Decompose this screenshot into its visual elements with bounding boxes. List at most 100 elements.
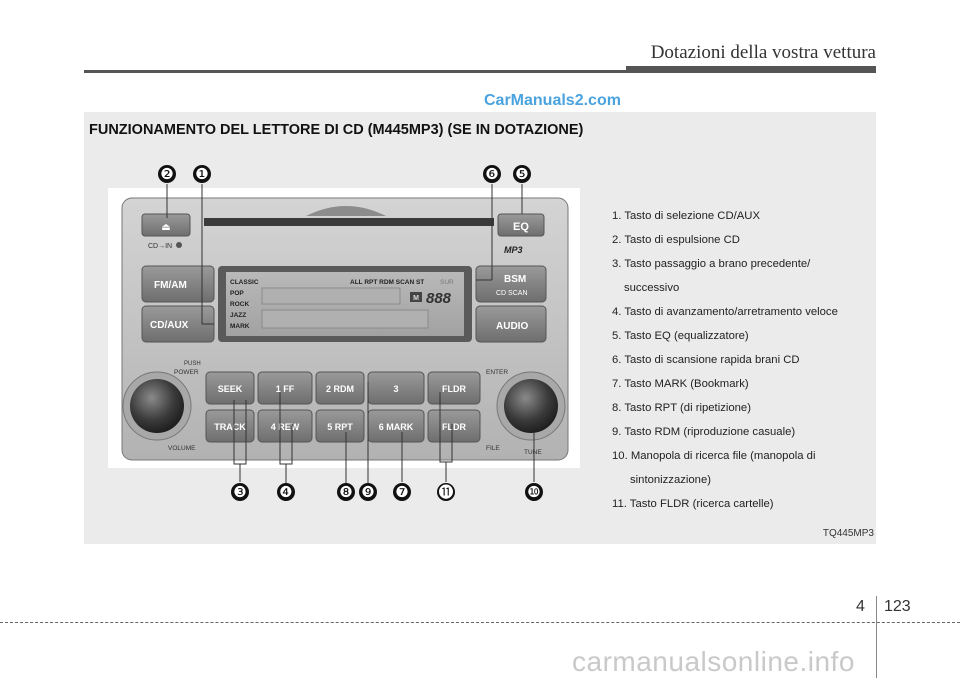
preset-button-label-bottom-4: 6 MARK: [379, 422, 414, 432]
preset-button-label-top-1: SEEK: [218, 384, 243, 394]
callout-top-3-number: ❻: [485, 165, 498, 183]
callout-top-3: [483, 165, 501, 183]
cd-slot: [204, 218, 494, 226]
preset-button-bottom-3[interactable]: [315, 409, 365, 443]
fm-am-button: [141, 265, 215, 303]
mode-classic: CLASSIC: [230, 279, 259, 286]
callout-top-1: [158, 165, 176, 183]
eq-label: EQ: [513, 221, 529, 233]
callout-top-4: [513, 165, 531, 183]
callout-bottom-4-number: ❾: [361, 483, 374, 501]
audio-label: AUDIO: [496, 321, 528, 332]
callout-bottom-1: [231, 483, 249, 501]
callout-bottom-5: [393, 483, 411, 501]
legend-item-11: 11. Tasto FLDR (ricerca cartelle): [612, 498, 774, 510]
header-rule: [84, 70, 876, 73]
preset-button-label-bottom-1: TRACK: [214, 422, 246, 432]
legend-item-8: 8. Tasto RPT (di ripetizione): [612, 402, 751, 414]
legend-item-3: 3. Tasto passaggio a brano precedente/: [612, 258, 811, 270]
preset-button-top-1[interactable]: [205, 371, 255, 405]
tune-label: TUNE: [524, 449, 542, 456]
preset-button-bottom-2[interactable]: [257, 409, 313, 443]
callout-bottom-6-number: ⓫: [438, 483, 453, 501]
bsm-label: BSM: [504, 274, 526, 285]
callout-top-4-number: ❺: [515, 165, 528, 183]
legend-item-7: 7. Tasto MARK (Bookmark): [612, 378, 749, 390]
tune-knob: [504, 379, 558, 433]
eq-button: [497, 213, 545, 237]
figure-code: TQ445MP3: [822, 528, 874, 539]
callout-top-2-number: ❶: [195, 165, 208, 183]
legend-item-6: 6. Tasto di scansione rapida brani CD: [612, 354, 800, 366]
preset-button-top-5[interactable]: [427, 371, 481, 405]
push-label: PUSH: [184, 361, 201, 367]
cd-slot-arch: [306, 206, 386, 216]
legend-item-10: 10. Manopola di ricerca file (manopola d…: [612, 450, 816, 462]
mode-rock: ROCK: [230, 301, 249, 308]
volume-label: VOLUME: [168, 445, 196, 452]
display-sur: SUR: [440, 279, 454, 286]
callout-bottom-3-number: ❽: [339, 483, 352, 501]
preset-button-top-2[interactable]: [257, 371, 313, 405]
callout-leaders: [166, 184, 535, 484]
display-text-line-2: [261, 309, 429, 329]
display-text-line-1: [261, 287, 401, 305]
m-badge: [410, 292, 422, 302]
callout-bottom-7-number: ❿: [527, 483, 540, 501]
cd-in-label: CD→IN: [148, 243, 172, 250]
callout-bottom-3: [337, 483, 355, 501]
display-indicators: ALL RPT RDM SCAN ST: [350, 279, 424, 286]
m-badge-label: M: [413, 295, 419, 302]
cd-scan-label: CD SCAN: [496, 290, 528, 297]
display-digits: 888: [426, 290, 452, 307]
callout-bottom-6: [437, 483, 455, 501]
eject-icon: ⏏: [161, 222, 170, 233]
panel-title: FUNZIONAMENTO DEL LETTORE DI CD (M445MP3…: [89, 122, 584, 138]
preset-button-label-top-3: 2 RDM: [326, 384, 354, 394]
fm-am-label: FM/AM: [154, 280, 187, 291]
legend-item-9: 9. Tasto RDM (riproduzione casuale): [612, 426, 796, 438]
callout-bottom-5-number: ❼: [395, 483, 408, 501]
enter-label: ENTER: [486, 369, 508, 376]
preset-button-label-top-4: 3: [393, 384, 398, 394]
mode-pop: POP: [230, 290, 244, 297]
preset-button-bottom-5[interactable]: [427, 409, 481, 443]
preset-button-label-top-5: FLDR: [442, 384, 466, 394]
chapter-number: 4: [856, 598, 865, 615]
legend-item-5: 5. Tasto EQ (equalizzatore): [612, 330, 749, 342]
watermark-bottom: carmanualsonline.info: [572, 646, 855, 677]
file-label: FILE: [486, 445, 500, 452]
callout-top-2: [193, 165, 211, 183]
mode-jazz: JAZZ: [230, 312, 246, 319]
preset-button-label-bottom-3: 5 RPT: [327, 422, 353, 432]
legend-item-1: 1. Tasto di selezione CD/AUX: [612, 210, 760, 222]
preset-button-label-top-2: 1 FF: [276, 384, 295, 394]
footer-rule: [0, 622, 960, 623]
radio-illustration: ⏏ CD→IN EQ MP3 FM/AM CD/AUX BSM CD SCAN …: [108, 165, 580, 501]
callout-bottom-7: [525, 483, 543, 501]
eject-button: [141, 213, 191, 237]
header-rule-accent: [626, 66, 876, 73]
legend-item-4: 4. Tasto di avanzamento/arretramento vel…: [612, 306, 838, 318]
preset-button-top-3[interactable]: [315, 371, 365, 405]
legend-item-2: 2. Tasto di espulsione CD: [612, 234, 740, 246]
callout-bottom-1-number: ❸: [233, 483, 246, 501]
figure-panel: FUNZIONAMENTO DEL LETTORE DI CD (M445MP3…: [84, 112, 876, 544]
preset-button-label-bottom-2: 4 REW: [271, 422, 300, 432]
legend: 1. Tasto di selezione CD/AUX 2. Tasto di…: [612, 204, 874, 516]
preset-button-label-bottom-5: FLDR: [442, 422, 466, 432]
page-separator: [876, 596, 877, 678]
cd-aux-label: CD/AUX: [150, 320, 189, 331]
callout-bottom-2-number: ❹: [279, 483, 292, 501]
mode-mark: MARK: [230, 323, 250, 330]
page-number: 123: [884, 598, 911, 615]
watermark-top: CarManuals2.com: [484, 92, 621, 109]
legend-item-10-cont: sintonizzazione): [630, 474, 712, 486]
mp3-logo: MP3: [504, 245, 523, 255]
preset-button-bottom-1[interactable]: [205, 409, 255, 443]
callout-bottom-4: [359, 483, 377, 501]
audio-button: [475, 305, 547, 343]
bsm-button: [475, 265, 547, 303]
callout-bottom-2: [277, 483, 295, 501]
